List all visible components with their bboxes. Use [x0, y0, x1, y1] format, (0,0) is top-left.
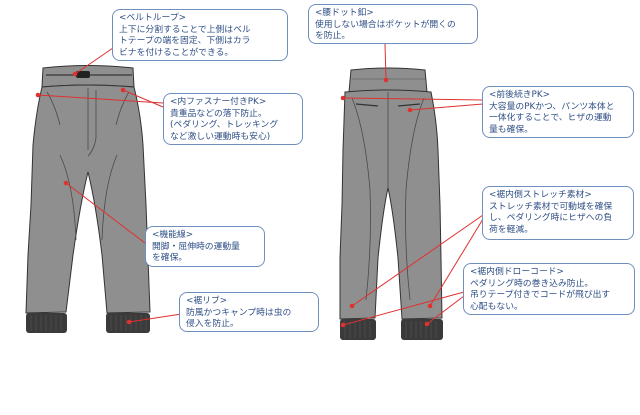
callout-waist-dot-button: <腰ドット釦> 使用しない場合はポケットが開くの を防止。: [308, 4, 478, 44]
belt-buckle: [76, 71, 90, 78]
back-left-cuff: [340, 319, 376, 340]
callout-front-back-pocket: <前後続きPK> 大容量のPKかつ、パンツ本体と 一体化することで、ヒザの運動 …: [482, 86, 634, 138]
leader-lines: [35, 43, 484, 328]
callout-body: 上下に分割することで上側はベル トテープの端を固定、下側はカラ ビナを付けること…: [119, 24, 251, 58]
callout-title: <内ファスナー付きPK>: [170, 97, 267, 107]
back-pants-body: [339, 89, 443, 320]
callout-belt-loop: <ベルトループ> 上下に分割することで上側はベル トテープの端を固定、下側はカラ…: [112, 9, 288, 61]
callout-body: ストレッチ素材で可動域を確保 し、ペダリング時にヒザへの負 荷を軽減。: [489, 201, 613, 235]
callout-body: 開脚・屈伸時の運動量 を確保。: [152, 241, 240, 264]
callout-body: 大容量のPKかつ、パンツ本体と 一体化することで、ヒザの運動 量も確保。: [489, 101, 615, 135]
callout-body: 防風かつキャンプ時は虫の 侵入を防止。: [186, 307, 292, 330]
callout-body: 使用しない場合はポケットが開くの を防止。: [315, 19, 456, 42]
callout-functional-line: <機能線> 開脚・屈伸時の運動量 を確保。: [145, 226, 265, 267]
front-pants-body: [25, 84, 151, 314]
callout-title: <裾内側ドローコード>: [470, 267, 564, 277]
callout-body: ペダリング時の巻き込み防止。 吊りテープ付きでコードが飛び出す 心配もない。: [470, 278, 611, 312]
back-right-cuff: [401, 319, 443, 340]
callout-hem-rib: <裾リブ> 防風かつキャンプ時は虫の 侵入を防止。: [179, 292, 319, 332]
callout-body: 貴重品などの落下防止。 (ペダリング、トレッキング など激しい運動時も安心): [170, 108, 279, 142]
callout-inner-zip-pocket: <内ファスナー付きPK> 貴重品などの落下防止。 (ペダリング、トレッキング な…: [163, 93, 303, 145]
callout-inner-hem-drawcord: <裾内側ドローコード> ペダリング時の巻き込み防止。 吊りテープ付きでコードが飛…: [463, 263, 635, 315]
front-view-pants: [25, 65, 151, 333]
callout-title: <裾内側ストレッチ素材>: [489, 190, 592, 200]
callout-inner-hem-stretch: <裾内側ストレッチ素材> ストレッチ素材で可動域を確保 し、ペダリング時にヒザへ…: [482, 186, 634, 240]
callout-title: <裾リブ>: [186, 296, 228, 306]
callout-title: <ベルトループ>: [119, 13, 186, 23]
callout-title: <機能線>: [152, 230, 194, 240]
callout-title: <前後続きPK>: [489, 90, 551, 100]
callout-title: <腰ドット釦>: [315, 8, 374, 18]
